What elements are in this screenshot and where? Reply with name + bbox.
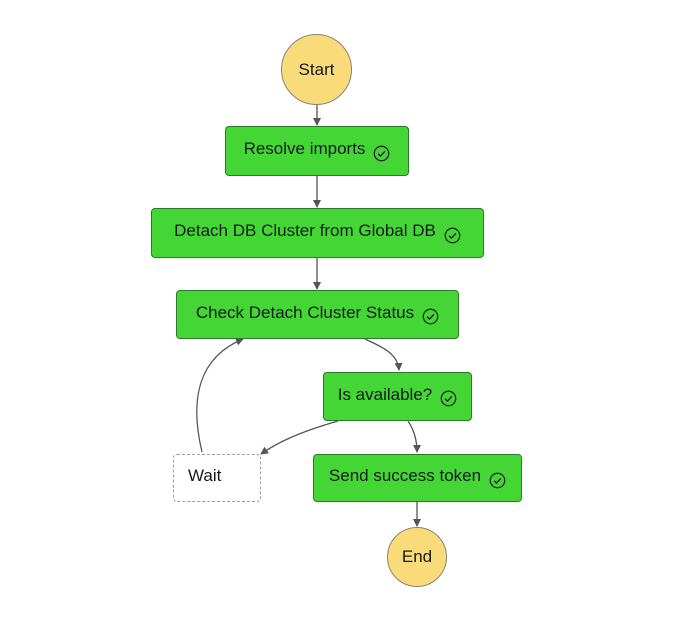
check-circle-icon: [422, 308, 439, 325]
state-resolve-imports[interactable]: Resolve imports: [225, 126, 409, 176]
state-label: Detach DB Cluster from Global DB: [174, 221, 436, 240]
state-detach-db-cluster[interactable]: Detach DB Cluster from Global DB: [151, 208, 484, 258]
state-label: Is available?: [337, 384, 433, 404]
state-label: Check Detach Cluster Status: [195, 302, 415, 322]
state-wait[interactable]: Wait: [173, 454, 261, 502]
end-label: End: [401, 547, 433, 566]
state-label: Resolve imports: [243, 139, 366, 158]
check-circle-icon: [374, 145, 390, 161]
edge-is-available-to-wait: [260, 420, 339, 455]
edge-check-status-to-is-available: [364, 338, 403, 371]
end-node[interactable]: End: [387, 527, 447, 587]
start-node[interactable]: Start: [281, 34, 352, 105]
state-label: Wait: [188, 466, 222, 485]
state-send-success-token[interactable]: Send success token: [313, 454, 522, 502]
edge-is-available-to-send-token: [407, 420, 421, 453]
state-check-detach-status[interactable]: Check Detach Cluster Status: [176, 290, 459, 339]
edge-wait-to-check-status: [196, 337, 244, 453]
start-label: Start: [298, 59, 335, 79]
state-label: Send success token: [328, 466, 482, 485]
check-circle-icon: [489, 472, 506, 488]
check-circle-icon: [440, 390, 457, 407]
state-is-available[interactable]: Is available?: [323, 372, 472, 421]
check-circle-icon: [444, 227, 461, 243]
